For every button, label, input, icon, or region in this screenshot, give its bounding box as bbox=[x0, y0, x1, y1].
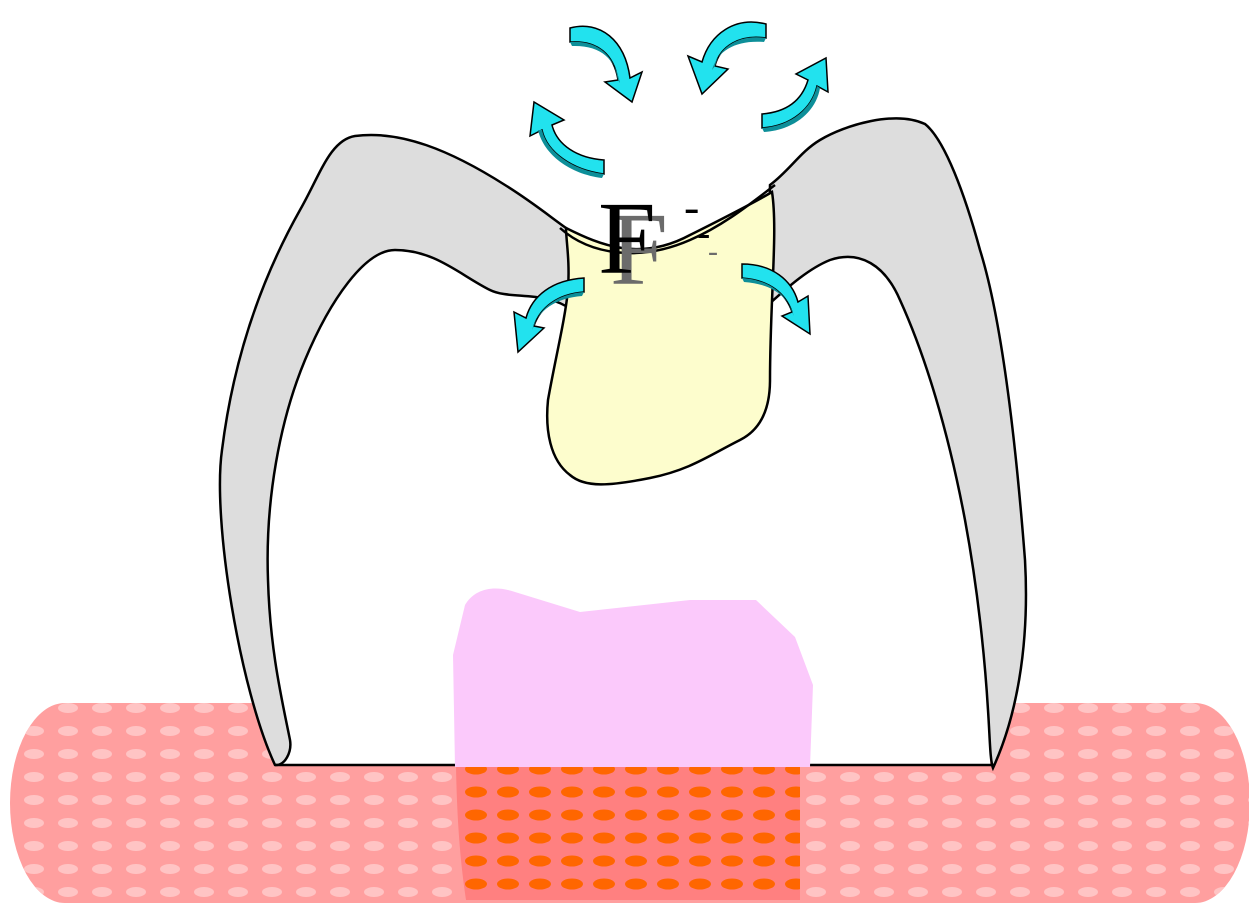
fluoride-symbol: F bbox=[598, 187, 656, 291]
curved-arrow-icon bbox=[762, 58, 828, 132]
pulp-root-tissue bbox=[456, 766, 800, 900]
fluoride-charge-shadow-2: - bbox=[708, 237, 718, 267]
curved-arrow-icon bbox=[570, 26, 642, 102]
curved-arrow-icon bbox=[530, 102, 604, 178]
curved-arrow-icon bbox=[688, 22, 766, 94]
pulp-chamber bbox=[453, 588, 813, 767]
